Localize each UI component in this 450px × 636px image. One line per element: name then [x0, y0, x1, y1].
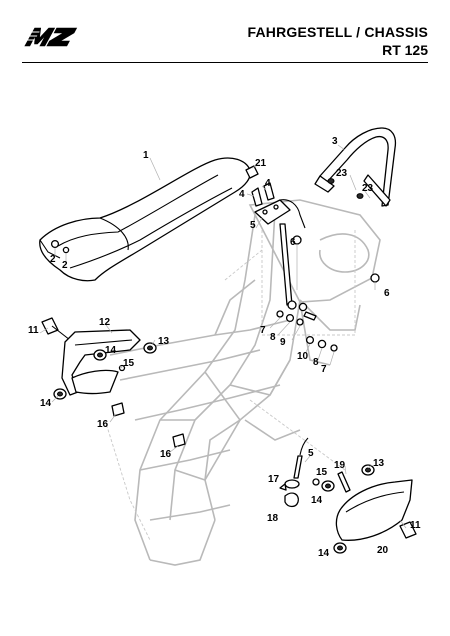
washer-cluster — [269, 300, 338, 366]
callout-16: 16 — [160, 449, 172, 460]
callout-8: 8 — [313, 357, 319, 368]
side-cover-part-20 — [333, 479, 417, 554]
callout-18: 18 — [267, 513, 279, 524]
callout-14: 14 — [318, 548, 330, 559]
callout-15: 15 — [316, 467, 328, 478]
mount-bracket-part-5 — [245, 165, 306, 229]
callout-11: 11 — [410, 520, 421, 531]
model-name: RT 125 — [382, 42, 428, 58]
callout-2: 2 — [50, 254, 56, 265]
cable-part-5-lower — [293, 437, 309, 479]
clamp-part-17 — [279, 479, 300, 491]
callout-7: 7 — [321, 364, 327, 375]
callout-labels: 1 2 2 3 4 4 5 5 6 6 7 7 8 8 9 10 11 11 1… — [28, 136, 421, 559]
callout-10: 10 — [297, 351, 309, 362]
callout-13: 13 — [158, 336, 170, 347]
callout-7: 7 — [260, 325, 266, 336]
mz-logo — [24, 27, 78, 47]
page-title: FAHRGESTELL / CHASSIS — [247, 24, 428, 40]
callout-14: 14 — [40, 398, 52, 409]
callout-16: 16 — [97, 419, 109, 430]
callout-23: 23 — [336, 168, 348, 179]
callout-4: 4 — [265, 178, 271, 189]
callout-14: 14 — [105, 345, 117, 356]
frame-drawing — [104, 199, 381, 566]
seat-part-1 — [39, 157, 251, 282]
grab-rail-part-3 — [314, 127, 397, 207]
callout-20: 20 — [377, 545, 389, 556]
seat-bolt-2 — [50, 239, 70, 262]
header-divider — [22, 62, 428, 63]
chassis-exploded-view: 1 2 2 3 4 4 5 5 6 6 7 7 8 8 9 10 11 11 1… — [28, 127, 421, 566]
left-bracket-part-12 — [41, 317, 157, 400]
callout-17: 17 — [268, 474, 280, 485]
callout-12: 12 — [99, 317, 111, 328]
callout-3: 3 — [332, 136, 338, 147]
callout-9: 9 — [280, 337, 286, 348]
leader-lines — [39, 144, 407, 529]
callout-15: 15 — [123, 358, 135, 369]
callout-11: 11 — [28, 325, 39, 336]
callout-5: 5 — [250, 220, 256, 231]
callout-1: 1 — [143, 150, 149, 161]
callout-6: 6 — [384, 288, 390, 299]
parts-15-19 — [312, 464, 375, 493]
clamp-part-18 — [284, 492, 299, 508]
clip-part-16 — [111, 402, 186, 448]
callout-23: 23 — [362, 183, 374, 194]
callout-8: 8 — [270, 332, 276, 343]
callout-4: 4 — [239, 189, 245, 200]
callout-5: 5 — [308, 448, 314, 459]
callout-2: 2 — [62, 260, 68, 271]
strut-5 — [279, 223, 380, 306]
callout-13: 13 — [373, 458, 385, 469]
callout-21: 21 — [255, 158, 267, 169]
callout-14: 14 — [311, 495, 323, 506]
callout-19: 19 — [334, 460, 346, 471]
callout-6: 6 — [290, 237, 296, 248]
